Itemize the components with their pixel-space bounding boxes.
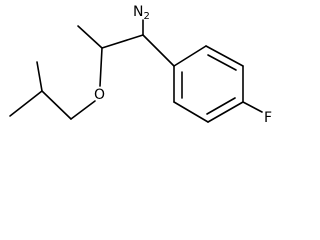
- ring-double-bond-bottom: [206, 97, 236, 115]
- bond-ch-methyl-a: [36, 61, 43, 92]
- amine-label: N2: [133, 4, 150, 22]
- bond-o-ch2: [70, 100, 96, 120]
- bond-ch-methyl-b: [9, 90, 43, 117]
- molecule-structure: N2 O F: [9, 4, 272, 126]
- nitrogen-symbol: N: [133, 4, 143, 20]
- ring-double-bond-top: [207, 54, 237, 71]
- ring-bond-1: [173, 45, 207, 67]
- ring-bond-2: [205, 45, 244, 67]
- ring-bond-5: [173, 101, 209, 123]
- bond-methyl-c2: [77, 25, 103, 49]
- amine-hydrogen-count: 2: [143, 11, 149, 22]
- bond-c2-o: [99, 47, 103, 87]
- bond-c1-ring: [142, 34, 175, 67]
- fluorine-label: F: [264, 110, 272, 126]
- bond-ch2-ch: [41, 90, 72, 120]
- bond-c2-c1: [101, 34, 144, 49]
- bond-ring-f: [242, 101, 263, 113]
- oxygen-label: O: [94, 87, 105, 103]
- structure-canvas: N2 O F: [9, 4, 272, 126]
- ring-bond-4: [207, 101, 244, 123]
